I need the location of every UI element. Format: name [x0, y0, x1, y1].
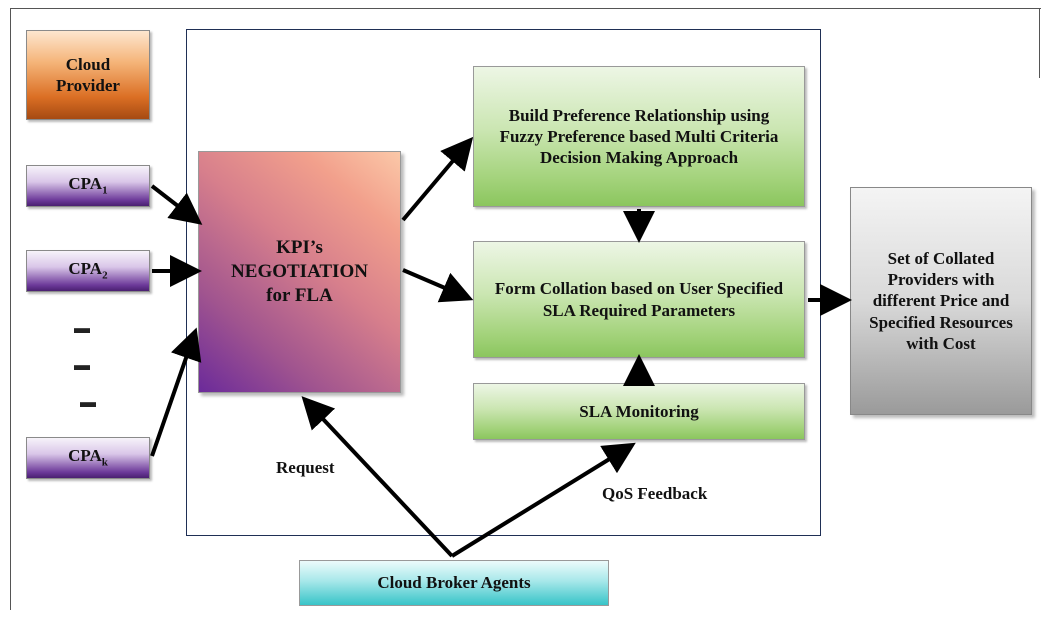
ellipsis-dot-2: ▬	[74, 357, 90, 374]
sla-monitoring-box: SLA Monitoring	[473, 383, 805, 440]
build-preference-box: Build Preference Relationship using Fuzz…	[473, 66, 805, 207]
sla-monitoring-label: SLA Monitoring	[579, 401, 699, 421]
cloud-broker-agents-box: Cloud Broker Agents	[299, 560, 609, 606]
cpa-k-label: CPAk	[68, 446, 108, 469]
request-edge-label: Request	[276, 458, 335, 477]
kpi-negotiation-box: KPI’s NEGOTIATION for FLA	[198, 151, 401, 393]
build-preference-label: Build Preference Relationship using Fuzz…	[499, 105, 779, 168]
qos-feedback-edge-label: QoS Feedback	[602, 484, 708, 503]
collated-providers-box: Set of Collated Providers with different…	[850, 187, 1032, 415]
arrow-kpi-to-build	[401, 136, 474, 222]
collated-providers-label: Set of Collated Providers with different…	[869, 248, 1013, 353]
arrow-cpak-to-kpi	[150, 327, 202, 457]
cloud-provider-label: Cloud Provider	[56, 54, 120, 95]
ellipsis-dot-3: ▬	[80, 394, 96, 411]
ellipsis-dot-1: ▬	[74, 320, 90, 337]
form-collation-box: Form Collation based on User Specified S…	[473, 241, 805, 358]
figure-frame-right	[1039, 8, 1040, 78]
cloud-broker-agents-label: Cloud Broker Agents	[377, 573, 531, 593]
form-collation-label: Form Collation based on User Specified S…	[494, 279, 784, 320]
figure-frame-left	[10, 8, 11, 610]
cpa-2-label: CPA2	[68, 259, 108, 282]
arrow-broker-to-monitor	[450, 442, 636, 558]
cpa-1-label: CPA1	[68, 174, 108, 197]
figure-frame-top	[10, 8, 1041, 9]
arrow-cpa1-to-kpi	[150, 184, 203, 225]
arrow-kpi-to-collation	[402, 268, 474, 303]
cpa-k-box: CPAk	[26, 437, 150, 479]
cpa-1-box: CPA1	[26, 165, 150, 207]
arrow-broker-to-kpi	[301, 396, 454, 558]
cpa-2-box: CPA2	[26, 250, 150, 292]
cloud-provider-box: Cloud Provider	[26, 30, 150, 120]
kpi-negotiation-label: KPI’s NEGOTIATION for FLA	[231, 237, 368, 306]
